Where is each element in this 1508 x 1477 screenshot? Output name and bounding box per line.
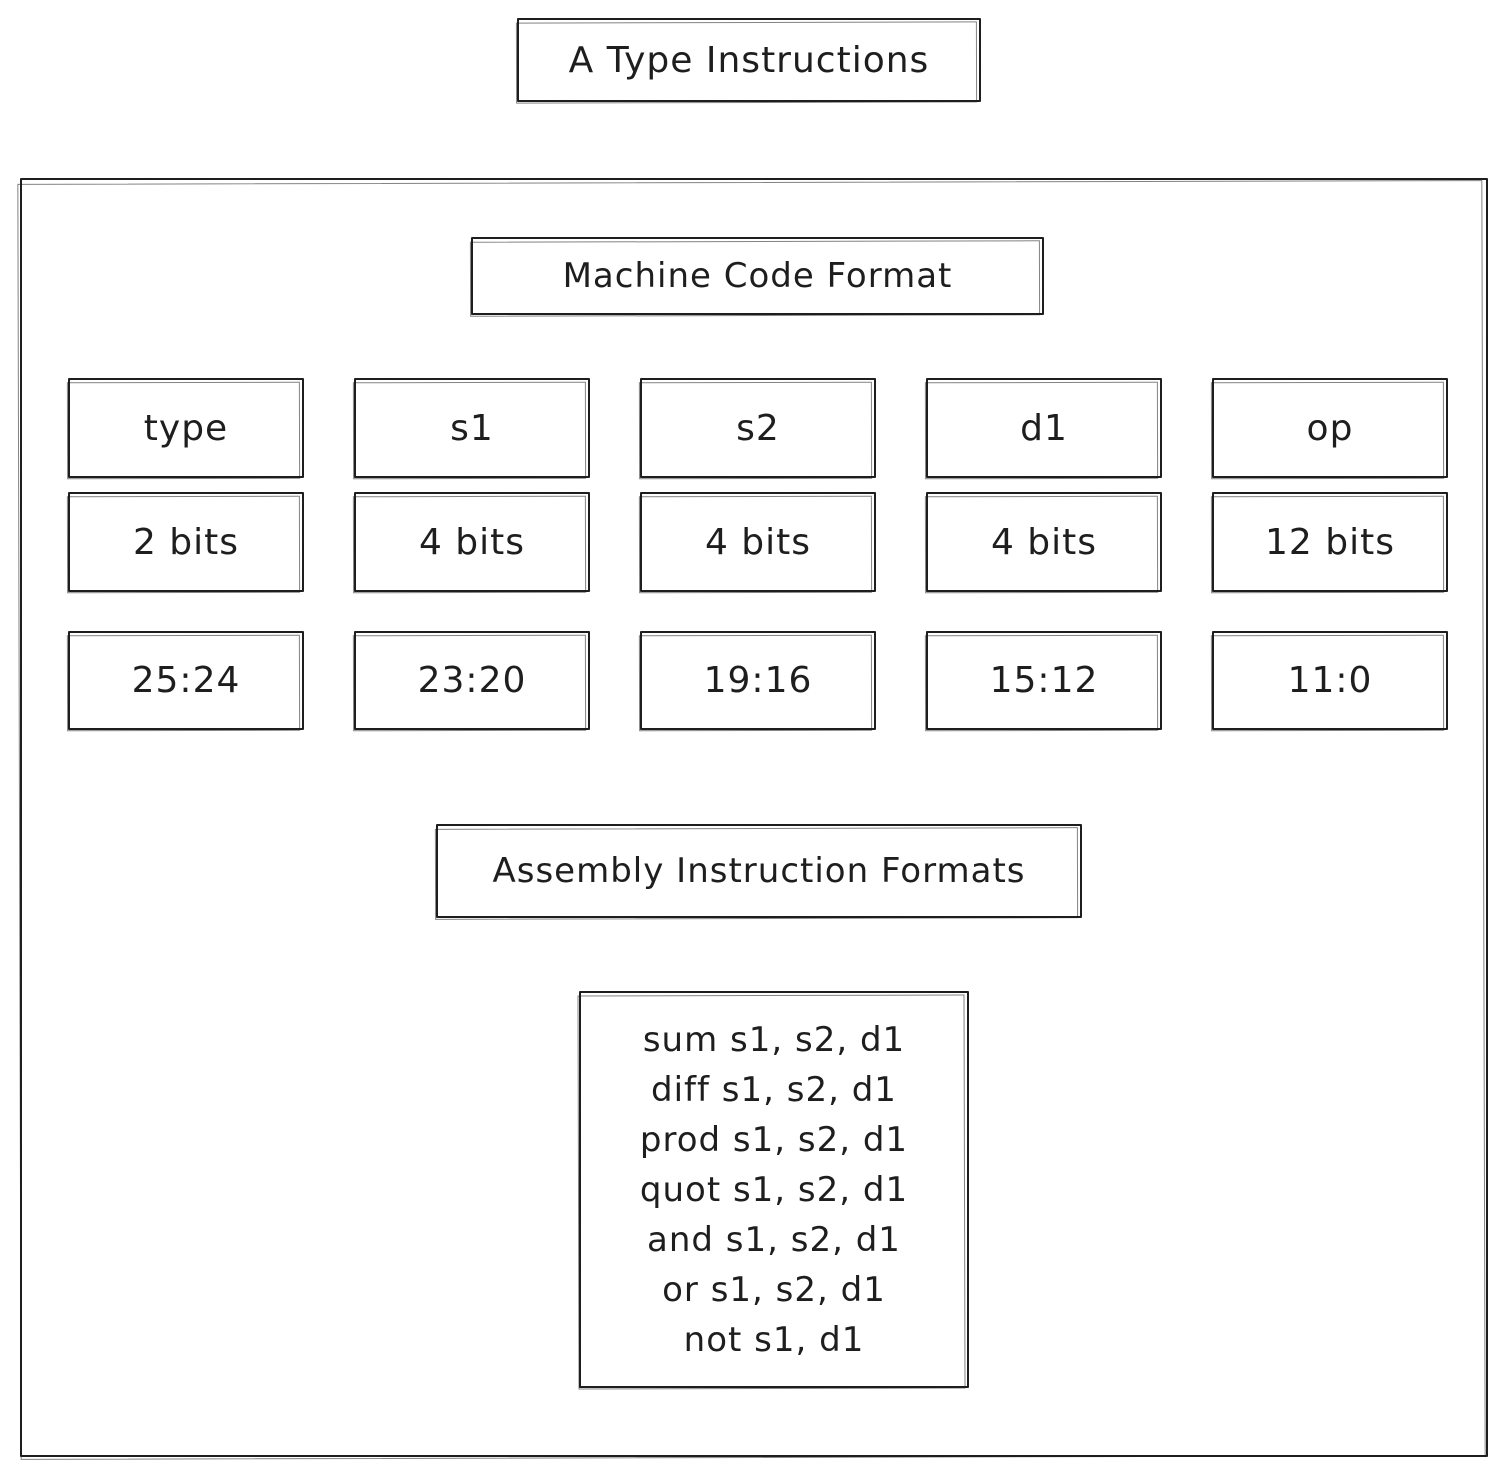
field-range-type: 25:24 [68,631,304,730]
field-range-s2: 19:16 [640,631,876,730]
field-range-op: 11:0 [1212,631,1448,730]
field-name-text: s2 [736,407,780,449]
field-bits-text: 2 bits [132,521,240,563]
field-bits-text: 4 bits [704,521,812,563]
assembly-line: or s1, s2, d1 [662,1269,886,1310]
field-range-d1: 15:12 [926,631,1162,730]
field-bits-type: 2 bits [68,492,304,592]
field-name-text: s1 [450,407,494,449]
field-bits-s1: 4 bits [354,492,590,592]
assembly-line: prod s1, s2, d1 [639,1119,909,1160]
field-name-text: type [143,407,229,449]
field-name-op: op [1212,378,1448,478]
outer-frame [20,178,1488,1457]
field-name-s1: s1 [354,378,590,478]
field-bits-text: 4 bits [990,521,1098,563]
field-range-s1: 23:20 [354,631,590,730]
field-bits-text: 4 bits [418,521,526,563]
field-name-type: type [68,378,304,478]
assembly-line: not s1, d1 [683,1319,865,1360]
field-name-s2: s2 [640,378,876,478]
assembly-heading: Assembly Instruction Formats [436,824,1082,918]
field-name-text: d1 [1020,407,1068,449]
assembly-formats-box: sum s1, s2, d1 diff s1, s2, d1 prod s1, … [579,991,969,1388]
diagram-title-text: A Type Instructions [568,39,930,81]
machine-code-heading: Machine Code Format [471,237,1044,315]
assembly-line: sum s1, s2, d1 [642,1019,906,1060]
field-bits-s2: 4 bits [640,492,876,592]
field-range-text: 11:0 [1287,660,1373,701]
field-range-text: 25:24 [131,660,241,701]
field-bits-op: 12 bits [1212,492,1448,592]
assembly-line: and s1, s2, d1 [647,1219,901,1260]
field-range-text: 19:16 [703,660,813,701]
field-bits-text: 12 bits [1265,521,1395,563]
field-bits-d1: 4 bits [926,492,1162,592]
machine-code-heading-text: Machine Code Format [562,256,953,296]
field-name-text: op [1306,407,1354,449]
assembly-line: diff s1, s2, d1 [651,1069,897,1110]
assembly-line: quot s1, s2, d1 [639,1169,909,1210]
field-range-text: 23:20 [417,660,527,701]
field-range-text: 15:12 [989,660,1099,701]
diagram-title: A Type Instructions [517,18,981,102]
assembly-heading-text: Assembly Instruction Formats [492,851,1026,891]
field-name-d1: d1 [926,378,1162,478]
